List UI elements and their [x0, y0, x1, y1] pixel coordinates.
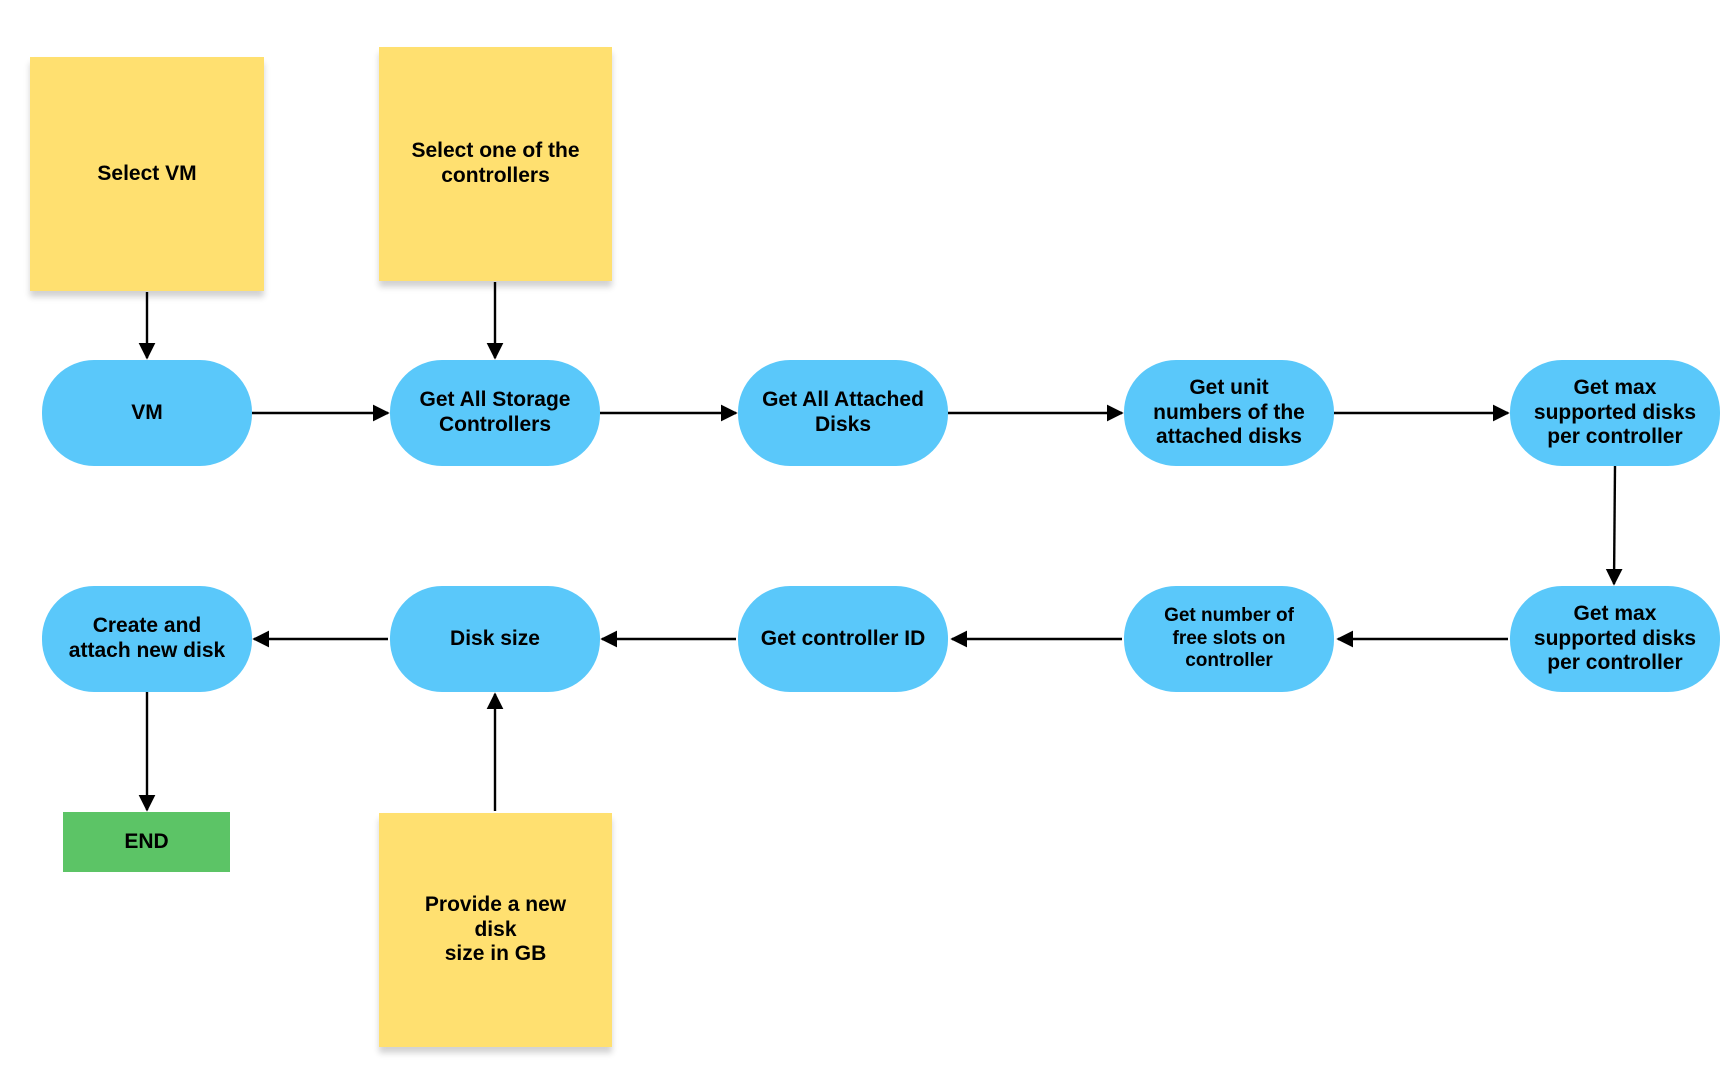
- terminal-end: END: [63, 812, 230, 872]
- sticky-provide-disk-size: Provide a new disk size in GB: [379, 813, 612, 1047]
- process-create-attach-disk: Create and attach new disk: [42, 586, 252, 692]
- process-vm: VM: [42, 360, 252, 466]
- process-disk-size: Disk size: [390, 586, 600, 692]
- sticky-select-controller: Select one of the controllers: [379, 47, 612, 281]
- process-get-controller-id: Get controller ID: [738, 586, 948, 692]
- process-get-free-slots: Get number of free slots on controller: [1124, 586, 1334, 692]
- process-get-max-disks-1: Get max supported disks per controller: [1510, 360, 1720, 466]
- arrow-max1-to-max2: [1605, 465, 1623, 586]
- process-get-attached-disks: Get All Attached Disks: [738, 360, 948, 466]
- process-get-max-disks-2: Get max supported disks per controller: [1510, 586, 1720, 692]
- process-get-unit-numbers: Get unit numbers of the attached disks: [1124, 360, 1334, 466]
- process-get-storage-controllers: Get All Storage Controllers: [390, 360, 600, 466]
- sticky-select-vm: Select VM: [30, 57, 264, 291]
